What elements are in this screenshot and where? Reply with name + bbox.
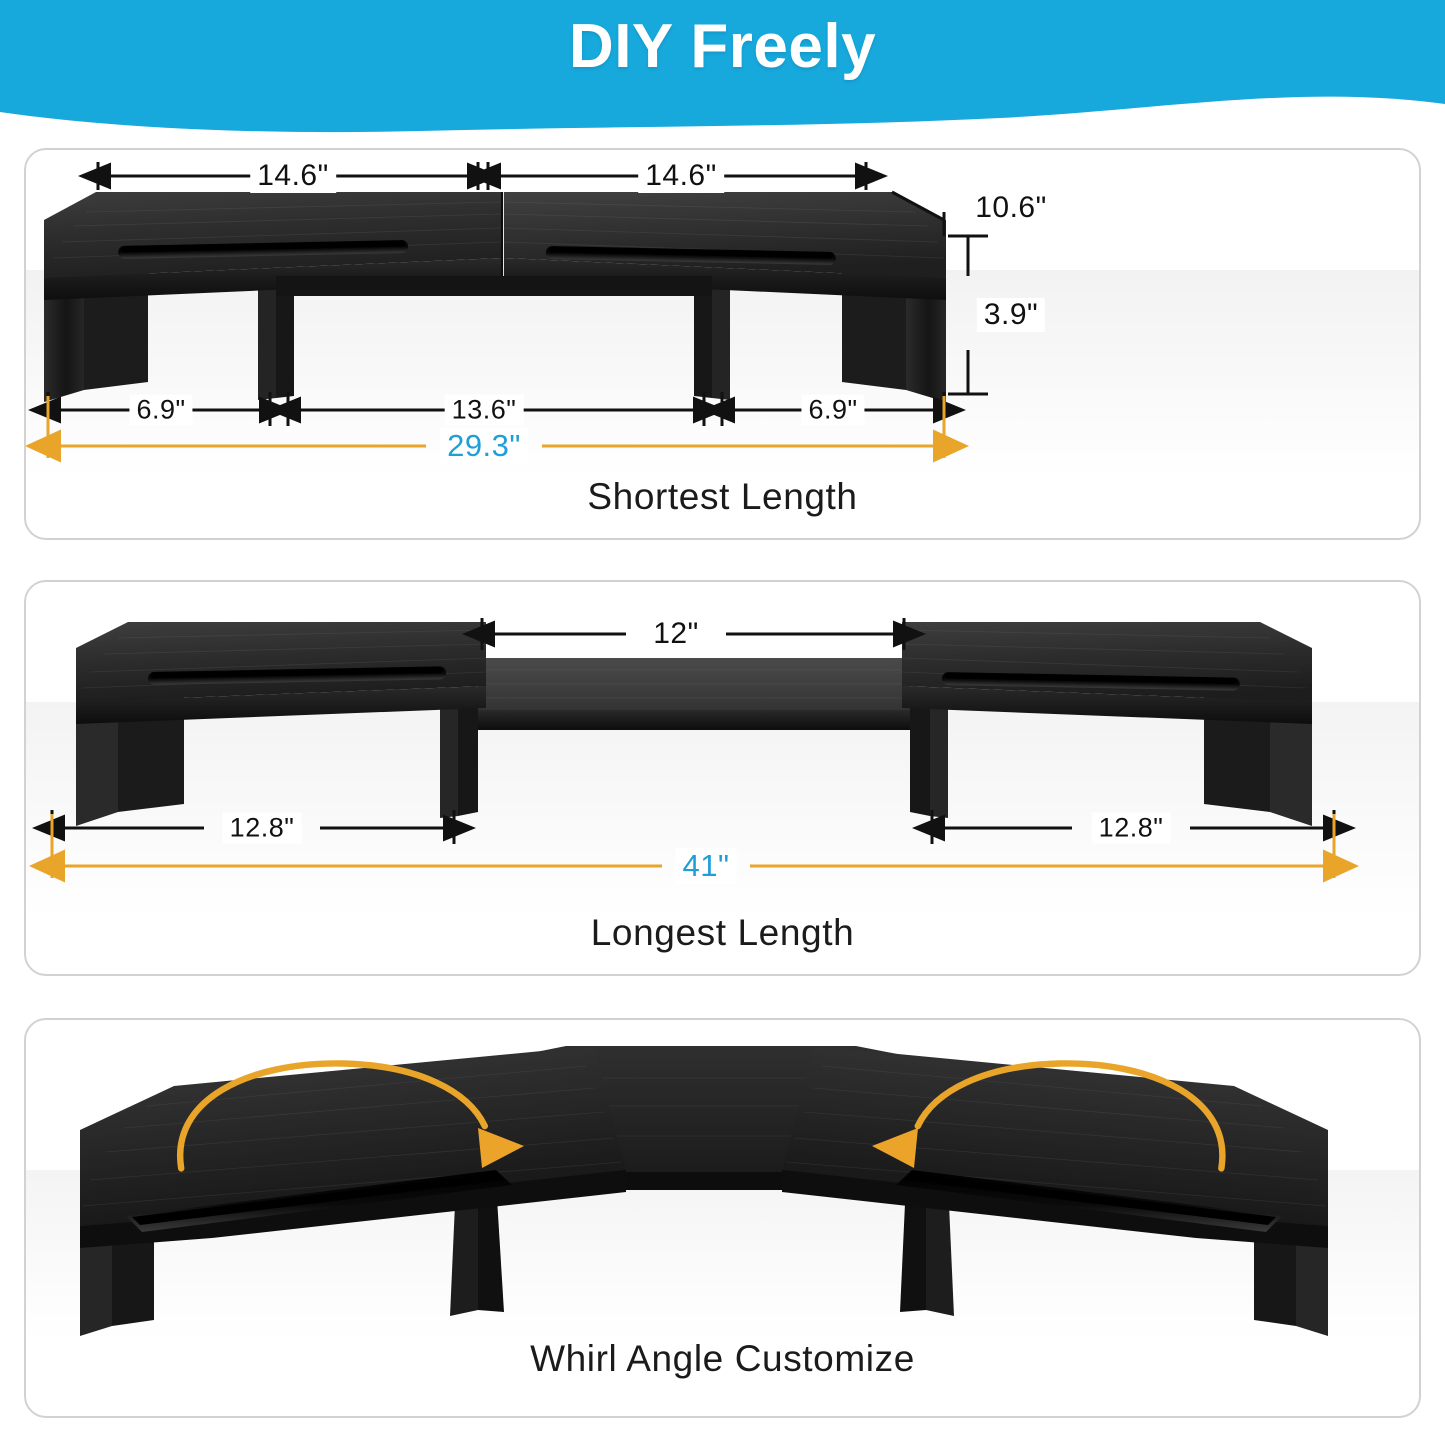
dim-bottom-center-shortest: 13.6"	[444, 394, 524, 426]
panel-longest-stage: 12" 12.8" 12.8" 41" Longest Length	[26, 582, 1419, 974]
legs-whirl	[450, 1180, 954, 1316]
rotate-arrow-clockwise-icon	[176, 1060, 524, 1172]
dim-total-shortest: 29.3"	[440, 428, 528, 464]
dim-bottom-right-longest: 12.8"	[1091, 812, 1171, 844]
header-wave-shape	[0, 0, 1445, 133]
legs-shortest	[44, 262, 946, 402]
center-bridge-longest	[478, 658, 910, 730]
cable-slot-right	[545, 246, 836, 265]
shelf-right-longest	[901, 622, 1312, 724]
dim-top-left-shortest: 14.6"	[250, 159, 336, 193]
dim-top-right-shortest: 14.6"	[638, 159, 724, 193]
dim-center-bridge-longest: 12"	[646, 617, 706, 651]
dimension-lines-longest	[29, 618, 1359, 883]
cable-slot-left	[118, 240, 409, 259]
shelf-top-right	[503, 192, 946, 300]
caption-whirl-angle: Whirl Angle Customize	[530, 1338, 915, 1379]
shelf-top-left	[44, 192, 502, 300]
caption-longest-length: Longest Length	[590, 912, 855, 953]
header-banner: DIY Freely	[0, 0, 1445, 140]
dim-total-longest: 41"	[675, 848, 737, 884]
page-title: DIY Freely	[568, 12, 877, 81]
shelf-left-longest	[76, 622, 487, 724]
panel-whirl-stage: Whirl Angle Customize	[26, 1020, 1419, 1416]
cable-slot-wing-right	[896, 1170, 1282, 1232]
center-bridge-bar	[276, 276, 712, 296]
cable-slot-wing-left	[126, 1170, 512, 1232]
rotate-arrow-counterclockwise-icon	[872, 1060, 1226, 1172]
dim-bottom-left-longest: 12.8"	[222, 812, 302, 844]
dim-depth-shortest: 10.6"	[968, 191, 1054, 225]
panel-whirl-angle: Whirl Angle Customize	[24, 1018, 1421, 1418]
shelf-wing-right	[782, 1046, 1328, 1248]
caption-shortest-length: Shortest Length	[587, 476, 858, 517]
product-illustration-whirl	[26, 1046, 1419, 1340]
dim-bottom-right-shortest: 6.9"	[801, 394, 865, 426]
cable-slot-right-longest	[941, 672, 1240, 691]
dim-bottom-left-shortest: 6.9"	[129, 394, 193, 426]
dim-height-shortest: 3.9"	[976, 298, 1046, 332]
cable-slot-left-longest	[148, 666, 447, 685]
panel-shortest-length: 14.6" 14.6" 10.6" 3.9" 6.9" 13.6" 6.9" 2…	[24, 148, 1421, 540]
dimension-lines-shortest	[26, 162, 988, 463]
panel-shortest-stage: 14.6" 14.6" 10.6" 3.9" 6.9" 13.6" 6.9" 2…	[26, 150, 1419, 538]
panel-longest-length: 12" 12.8" 12.8" 41" Longest Length	[24, 580, 1421, 976]
